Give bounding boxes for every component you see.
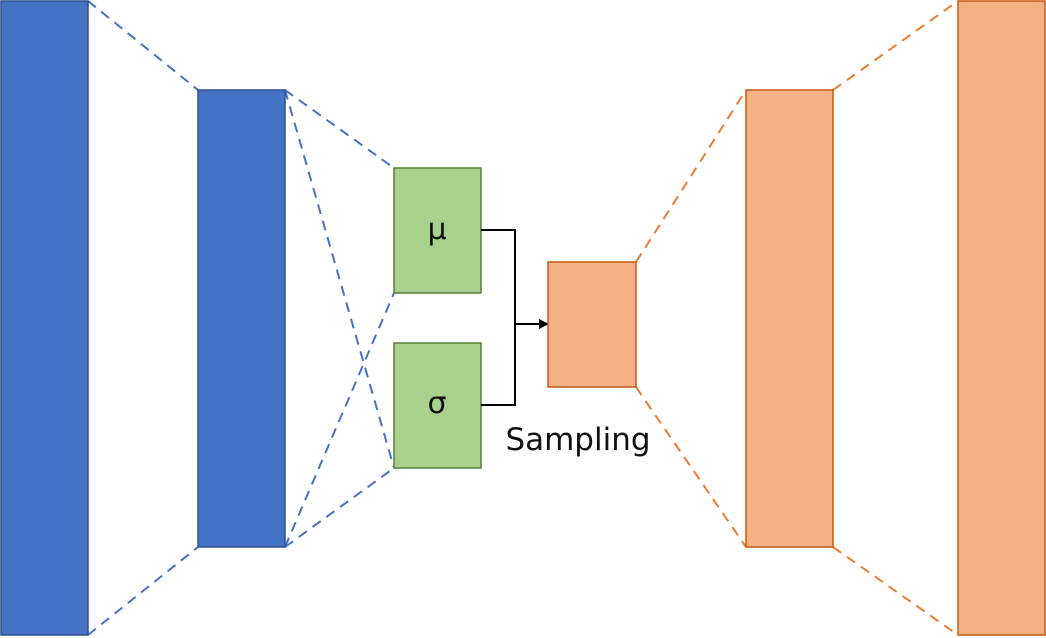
decoder-connector-top-1 [635, 89, 747, 263]
encoder-connector-top-2 [284, 89, 395, 169]
decoder-connector-bottom-1 [635, 386, 747, 548]
sigma-label: σ [427, 386, 446, 421]
decoder-connector-top-2 [832, 0, 959, 91]
encoder-connector-bottom-1 [87, 546, 199, 636]
sigma-box [393, 342, 482, 469]
decoder-connector-bottom-2 [832, 546, 959, 636]
mu-box [393, 167, 482, 294]
encoder-connector-cross-1 [284, 89, 395, 469]
decoder-output-layer [957, 0, 1046, 636]
sampling-label: Sampling [505, 422, 650, 458]
encoder-connectors [87, 0, 395, 636]
decoder-connectors [635, 0, 959, 636]
decoder-hidden-layer [745, 89, 834, 548]
sampling-connectors [481, 229, 549, 406]
encoder-connector-cross-2 [284, 292, 395, 548]
mu-to-sampling-line [481, 229, 516, 324]
mu-label: μ [427, 212, 446, 247]
encoder-hidden-layer [197, 89, 286, 548]
encoder-connector-top-1 [87, 0, 199, 91]
sigma-to-sampling-line [481, 324, 516, 406]
encoder-connector-bottom-2 [284, 467, 395, 548]
encoder-input-layer [0, 0, 89, 636]
latent-sample-box [547, 261, 637, 388]
